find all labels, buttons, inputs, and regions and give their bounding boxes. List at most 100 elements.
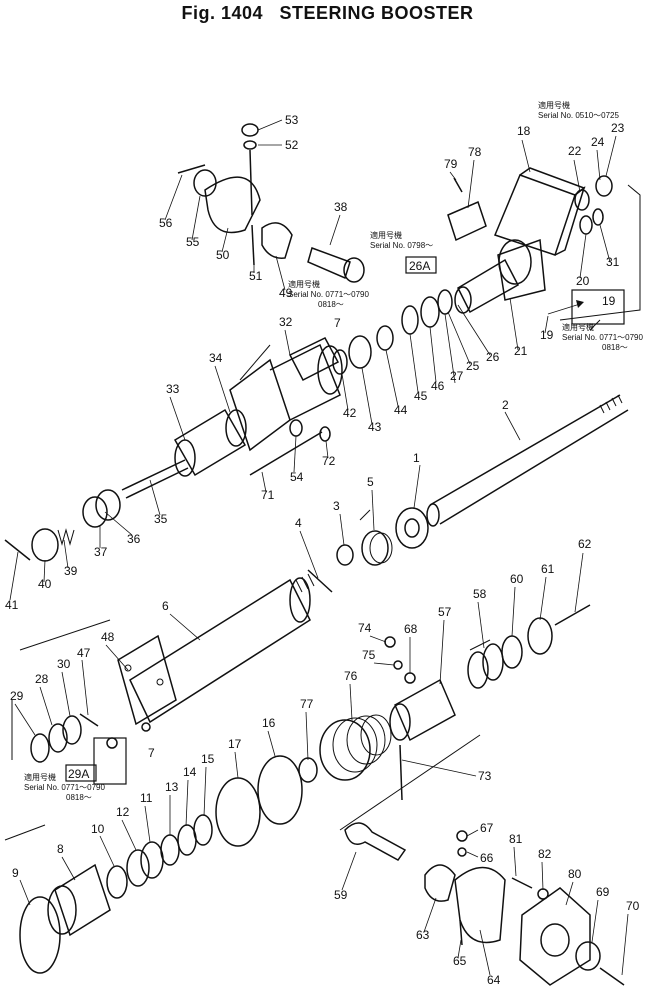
part-washer-52	[243, 140, 257, 150]
callout-5: 5	[367, 475, 374, 489]
leader-line	[63, 539, 69, 569]
leader-line	[447, 311, 471, 365]
part-11	[140, 841, 164, 879]
part-44	[376, 325, 394, 351]
callout-29: 29	[10, 689, 24, 703]
leader-line	[579, 233, 587, 279]
callout-53: 53	[285, 113, 299, 127]
svg-text:適用号機: 適用号機	[370, 230, 402, 240]
part-shaft-35	[121, 459, 186, 491]
callout-45: 45	[414, 389, 428, 403]
leader-line	[504, 411, 521, 441]
part-pin-4	[307, 569, 333, 593]
part-cylinder-6	[117, 573, 315, 726]
callout-55: 55	[186, 235, 200, 249]
part-47	[79, 713, 99, 727]
leader-line	[444, 313, 456, 384]
part-46	[420, 296, 440, 328]
leader-line	[339, 513, 345, 546]
callout-56: 56	[159, 216, 173, 230]
leader-line	[605, 135, 617, 177]
leader-line	[329, 214, 341, 246]
callout-74: 74	[358, 621, 372, 635]
callout-73: 73	[478, 769, 492, 783]
callout-71: 71	[261, 488, 275, 502]
callout-40: 40	[38, 577, 52, 591]
callout-54: 54	[290, 470, 304, 484]
part-5	[361, 530, 389, 566]
svg-text:0818～: 0818～	[66, 793, 92, 802]
part-3	[336, 544, 354, 566]
part-body-32	[229, 337, 343, 452]
leader-line	[144, 805, 151, 843]
part-cylinder-33	[173, 408, 247, 477]
callout-7b: 7	[148, 746, 155, 760]
callout-70: 70	[626, 899, 640, 913]
part-31	[592, 208, 604, 226]
callout-63: 63	[416, 928, 430, 942]
callout-10: 10	[91, 822, 105, 836]
leader-line	[429, 326, 437, 383]
part-61	[527, 617, 553, 655]
box-7	[93, 737, 127, 785]
serial-note-5: 適用号機 Serial No. 0771～0790 0818～	[24, 772, 105, 802]
part-7b	[141, 722, 151, 732]
callout-64: 64	[487, 973, 501, 987]
callout-42: 42	[343, 406, 357, 420]
callout-79: 79	[444, 157, 458, 171]
callout-60: 60	[510, 572, 524, 586]
part-nut-1	[395, 507, 429, 549]
callout-12: 12	[116, 805, 130, 819]
serial-note-4: 適用号機 Serial No. 0771～0790 0818～	[562, 322, 643, 352]
part-22	[574, 189, 590, 211]
callout-27: 27	[450, 369, 464, 383]
leader-line	[509, 297, 519, 351]
callout-49: 49	[279, 286, 293, 300]
leader-line	[373, 662, 395, 666]
part-27	[437, 289, 453, 315]
callout-1: 1	[413, 451, 420, 465]
callout-57: 57	[438, 605, 452, 619]
leader-line	[61, 671, 71, 717]
leader-line	[149, 479, 161, 516]
callout-50: 50	[216, 248, 230, 262]
part-13	[160, 834, 180, 866]
part-flange-80	[519, 887, 591, 986]
part-pin-38	[307, 247, 365, 283]
part-washer-66	[457, 847, 467, 857]
svg-text:適用号機: 適用号機	[24, 772, 56, 782]
leader-line	[293, 435, 297, 473]
callout-18: 18	[517, 124, 531, 138]
leader-line	[305, 711, 309, 761]
svg-text:適用号機: 適用号機	[538, 100, 570, 110]
part-plug-40	[31, 528, 59, 562]
part-58	[467, 651, 489, 689]
leader-line	[185, 779, 189, 827]
callout-66: 66	[480, 851, 494, 865]
fig-label: Fig. 1404	[181, 3, 263, 23]
leader-line	[43, 559, 46, 583]
leader-line	[457, 939, 462, 959]
callout-19b: 19	[540, 328, 554, 342]
leader-line	[14, 703, 36, 736]
leader-line	[234, 751, 239, 779]
callout-32: 32	[279, 315, 293, 329]
callout-51: 51	[249, 269, 263, 283]
part-30	[62, 715, 82, 745]
part-bolt-73	[399, 744, 403, 801]
leader-line	[371, 489, 375, 531]
part-bolt-51	[251, 224, 255, 266]
callout-58: 58	[473, 587, 487, 601]
leader-line	[511, 586, 516, 637]
callout-26: 26	[486, 350, 500, 364]
callout-72: 72	[322, 454, 336, 468]
leader-line	[479, 929, 491, 976]
callout-35: 35	[154, 512, 168, 526]
part-16	[257, 755, 303, 825]
leader-line	[573, 159, 581, 193]
leader-line	[39, 686, 53, 726]
box-29A	[65, 764, 97, 782]
serial-note-3: 適用号機 Serial No. 0771～0790 0818～	[288, 279, 369, 309]
part-pin-41	[4, 539, 31, 561]
callout-21: 21	[514, 344, 528, 358]
